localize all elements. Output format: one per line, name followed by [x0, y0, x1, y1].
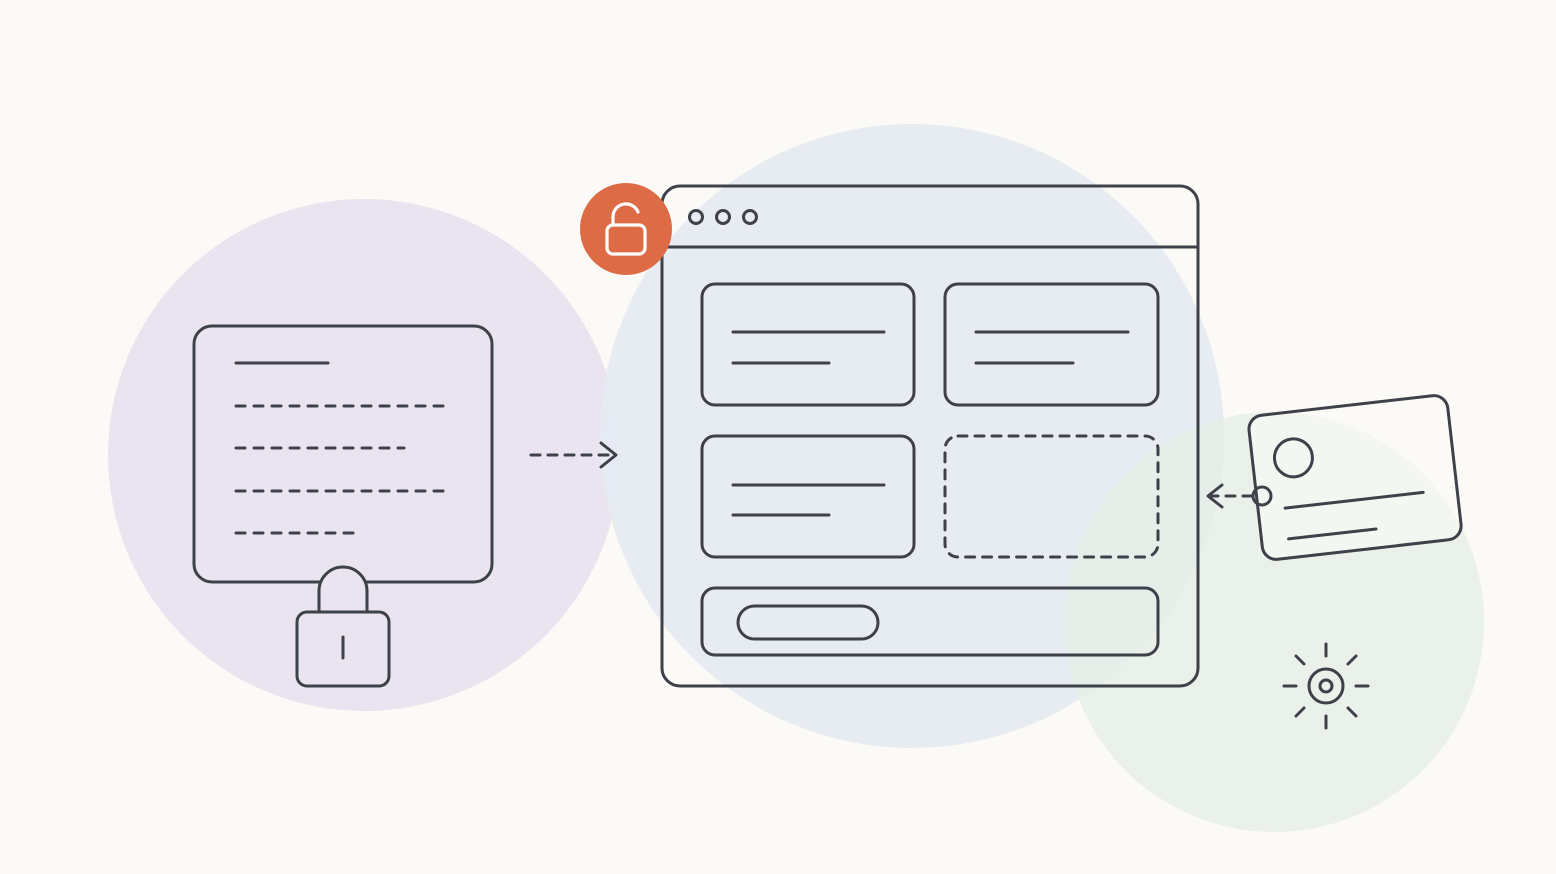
arrow-head — [1206, 483, 1224, 509]
card-frame — [700, 434, 916, 559]
empty-card-slot — [943, 434, 1160, 559]
padlock-open-icon — [580, 183, 672, 275]
window-dot — [715, 209, 731, 225]
unlock-badge-circle — [580, 183, 672, 275]
padlock-shackle — [317, 565, 369, 614]
locked-document — [192, 324, 494, 688]
id-card-avatar — [1272, 437, 1314, 479]
action-button-pill — [736, 604, 880, 641]
id-card-frame — [1247, 394, 1463, 561]
content-card — [700, 282, 916, 407]
window-dot — [742, 209, 758, 225]
dashed-arrow-left-icon — [1206, 483, 1273, 509]
padlock-closed-icon — [295, 565, 391, 688]
sun-ray — [1294, 654, 1306, 666]
id-card-line — [1287, 527, 1378, 541]
open-shackle — [611, 202, 640, 227]
action-bar-frame — [700, 586, 1160, 657]
sun-gear-icon — [1282, 642, 1370, 730]
sun-inner-ring — [1318, 678, 1334, 694]
document-hidden-lines — [234, 404, 452, 535]
sun-ray — [1346, 654, 1358, 666]
browser-frame — [660, 184, 1200, 688]
card-frame — [700, 282, 916, 407]
sun-ray — [1346, 706, 1358, 718]
window-dot — [688, 209, 704, 225]
sun-outer-ring — [1307, 667, 1345, 705]
open-padlock-body — [605, 223, 647, 256]
id-card-icon — [1247, 394, 1463, 561]
action-bar — [700, 586, 1160, 657]
card-frame — [943, 282, 1160, 407]
browser-window-icon — [660, 184, 1200, 688]
dashed-arrow-right-icon — [529, 441, 618, 469]
content-card — [943, 282, 1160, 407]
content-card — [700, 434, 916, 559]
sun-ray — [1294, 706, 1306, 718]
arrow-head — [599, 441, 618, 469]
id-card-line — [1283, 490, 1425, 510]
